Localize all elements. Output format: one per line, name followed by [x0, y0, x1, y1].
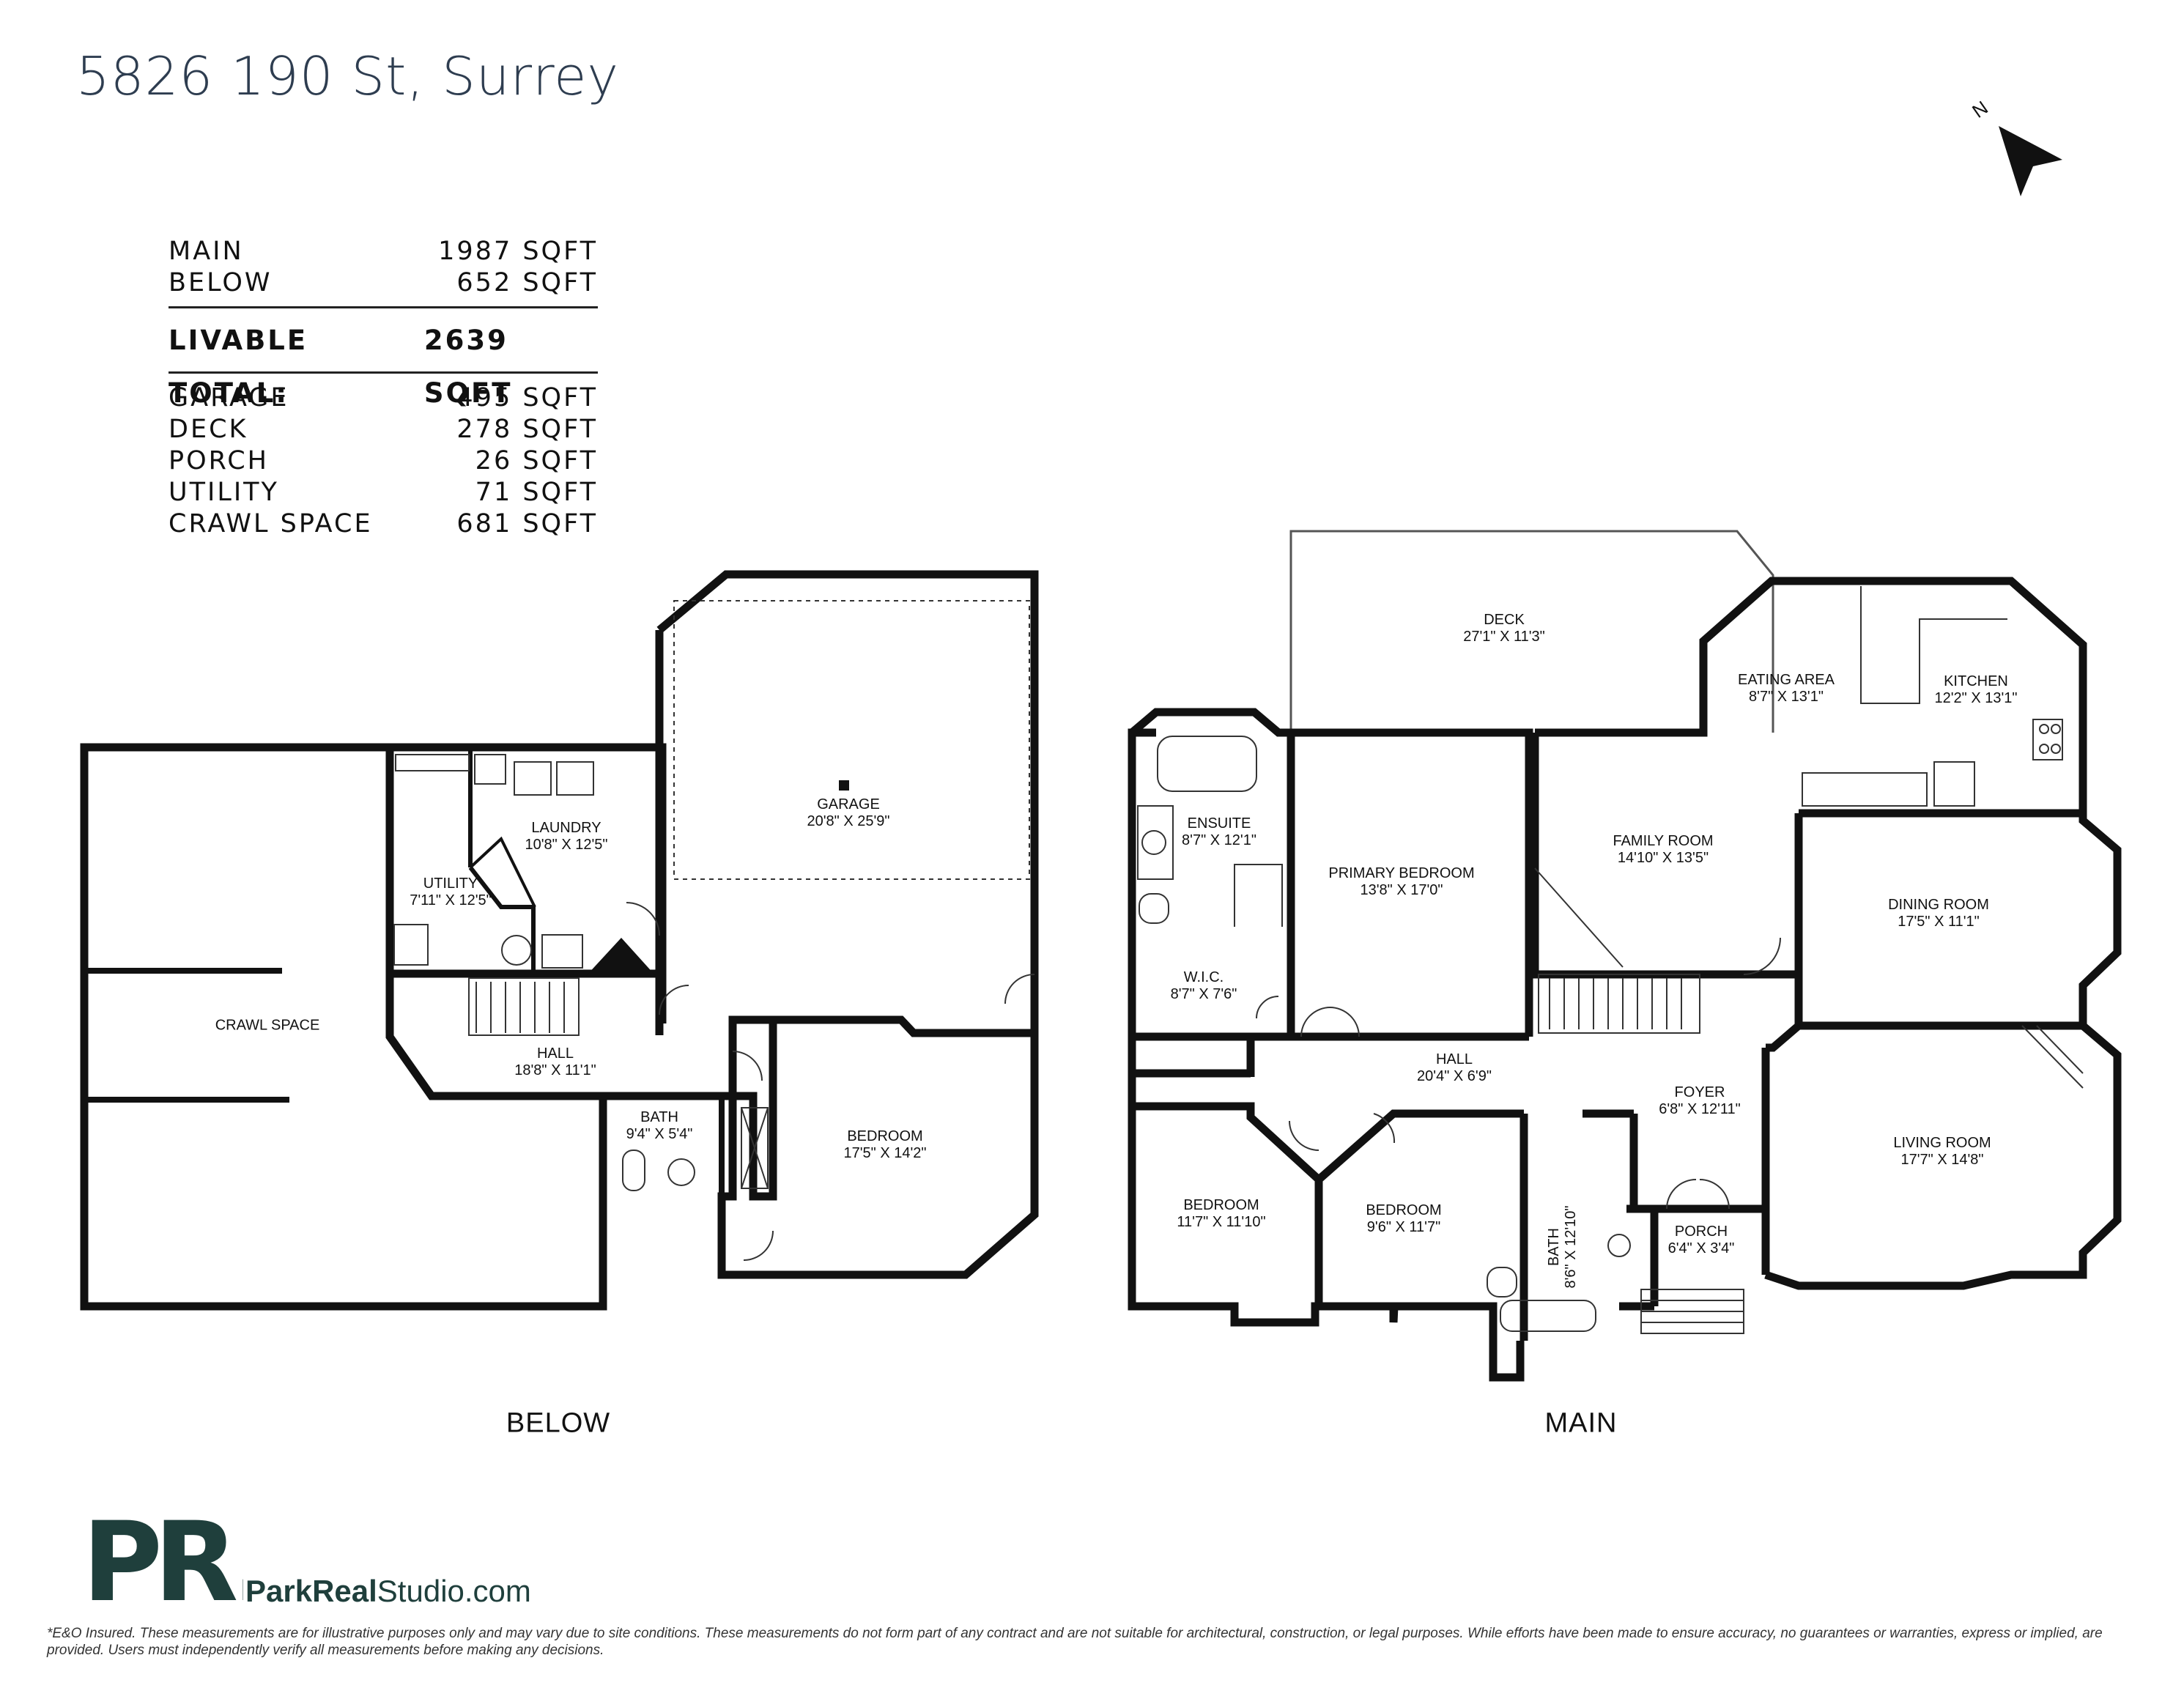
north-arrow-icon: N — [1968, 97, 2062, 196]
divider — [169, 306, 598, 308]
main-deck-outline — [1289, 530, 1774, 733]
area-row-garage: GARAGE 495 SQFT — [169, 382, 598, 414]
divider — [169, 371, 598, 374]
below-crawl-partitions — [84, 968, 289, 1103]
area-value: 495 SQFT — [456, 383, 598, 412]
below-floor-walls — [80, 570, 1039, 1311]
area-value: 278 SQFT — [456, 415, 598, 444]
page-title: 5826 190 St, Surrey — [76, 45, 620, 107]
area-row-porch: PORCH 26 SQFT — [169, 445, 598, 477]
room-label-crawl-space: CRAWL SPACE — [215, 1017, 320, 1034]
brand-logo: PR. — [82, 1514, 243, 1609]
area-value: 71 SQFT — [475, 478, 598, 507]
area-row-utility: UTILITY 71 SQFT — [169, 477, 598, 508]
area-label: GARAGE — [169, 383, 289, 412]
svg-text:N: N — [1968, 97, 1992, 122]
area-label: DECK — [169, 415, 248, 444]
area-value: 652 SQFT — [456, 268, 598, 297]
disclaimer: *E&O Insured. These measurements are for… — [47, 1626, 2103, 1658]
area-label: UTILITY — [169, 478, 279, 507]
area-row-main: MAIN 1987 SQFT — [169, 236, 598, 267]
below-stair-marker — [586, 938, 656, 976]
below-fixtures — [393, 600, 1030, 1191]
area-label: LIVABLE TOTAL: — [169, 325, 308, 409]
room-label-wic: W.I.C.8'7" X 7'6" — [1170, 969, 1237, 1002]
brand-name[interactable]: ParkRealStudio.com — [245, 1574, 531, 1609]
area-summary: MAIN 1987 SQFT BELOW 652 SQFT LIVABLE TOTA… — [169, 236, 598, 540]
main-fixtures — [1137, 586, 2084, 1334]
brand-name-light: Studio.com — [377, 1574, 531, 1608]
area-row-below: BELOW 652 SQFT — [169, 267, 598, 299]
main-doors — [1256, 937, 1781, 1210]
area-label: CRAWL SPACE — [169, 509, 373, 538]
area-label: PORCH — [169, 446, 269, 475]
area-value: 26 SQFT — [475, 446, 598, 475]
floor-caption-main: MAIN — [1544, 1407, 1618, 1439]
area-row-crawl: CRAWL SPACE 681 SQFT — [169, 508, 598, 540]
main-floor-walls — [1128, 577, 2122, 1382]
brand-mark: PR. — [82, 1514, 243, 1609]
brand-name-bold: ParkReal — [245, 1574, 377, 1608]
area-value: 2639 SQFT — [423, 325, 513, 409]
area-label: MAIN — [169, 237, 244, 266]
floor-caption-below: BELOW — [506, 1407, 611, 1439]
area-row-total: LIVABLE TOTAL: 2639 SQFT — [169, 314, 598, 409]
area-label: BELOW — [169, 268, 273, 297]
below-doors — [626, 902, 1035, 1261]
area-value: 1987 SQFT — [438, 237, 598, 266]
area-row-deck: DECK 278 SQFT — [169, 414, 598, 445]
area-value: 681 SQFT — [456, 509, 598, 538]
below-garage-post — [839, 780, 849, 791]
